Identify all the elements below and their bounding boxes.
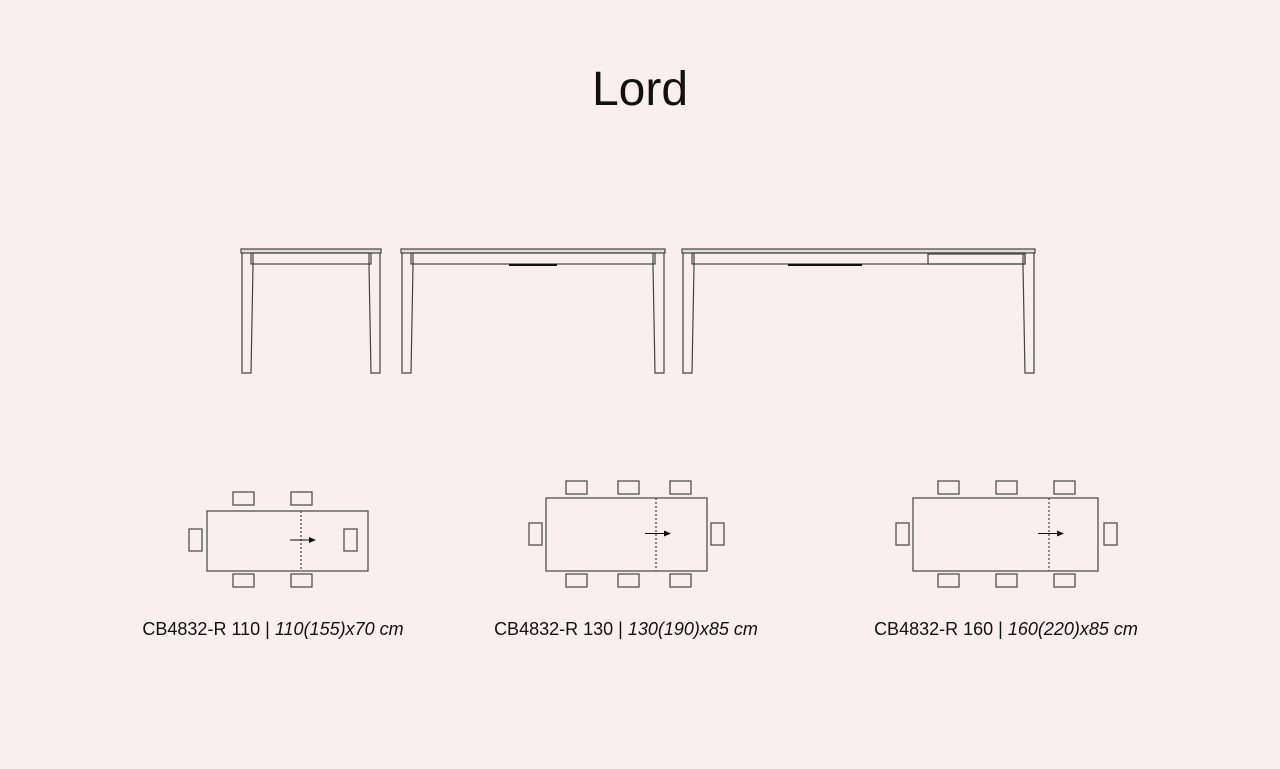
table-plan: [912, 497, 1099, 572]
table-plan: [545, 497, 708, 572]
model-dimensions: 160(220)x85 cm: [1007, 619, 1138, 639]
table-leg: [368, 253, 381, 374]
arrow-head-icon: [1057, 530, 1064, 537]
chair: [528, 522, 543, 546]
table-leg: [401, 253, 414, 374]
model-label-130: CB4832-R 130 | 130(190)x85 cm: [494, 619, 758, 639]
chair: [1103, 522, 1118, 546]
table-apron: [250, 252, 372, 265]
chair: [617, 573, 640, 588]
chair: [343, 528, 358, 552]
chair: [937, 480, 960, 495]
chair: [1053, 480, 1076, 495]
model-label-110: CB4832-R 110 | 110(155)x70 cm: [142, 619, 404, 639]
table-top: [240, 248, 382, 254]
chair: [232, 491, 255, 506]
chair: [290, 573, 313, 588]
extension-leaf: [927, 253, 1026, 265]
chair: [895, 522, 910, 546]
table-leg: [241, 253, 254, 374]
page-title: Lord: [591, 63, 689, 116]
table-plan: [206, 510, 369, 572]
model-dimensions: 130(190)x85 cm: [627, 619, 758, 639]
model-label-160: CB4832-R 160 | 160(220)x85 cm: [874, 619, 1138, 639]
chair: [617, 480, 640, 495]
chair: [232, 573, 255, 588]
table-top: [681, 248, 1036, 254]
chair: [188, 528, 203, 552]
chair: [995, 573, 1018, 588]
model-code: CB4832-R 110: [142, 619, 261, 639]
chair: [669, 480, 692, 495]
chair: [937, 573, 960, 588]
table-top: [400, 248, 666, 254]
chair: [565, 480, 588, 495]
chair: [1053, 573, 1076, 588]
arrow-head-icon: [309, 537, 316, 543]
model-dimensions: 110(155)x70 cm: [274, 619, 404, 639]
chair: [669, 573, 692, 588]
table-leg: [652, 253, 665, 374]
arrow-head-icon: [664, 530, 671, 537]
chair: [995, 480, 1018, 495]
chair: [290, 491, 313, 506]
table-apron: [691, 252, 1026, 265]
chair: [710, 522, 725, 546]
model-code: CB4832-R 160: [874, 619, 994, 639]
table-apron: [410, 252, 656, 265]
chair: [565, 573, 588, 588]
table-leg: [682, 253, 695, 374]
table-leg: [1022, 253, 1035, 374]
model-code: CB4832-R 130: [494, 619, 614, 639]
